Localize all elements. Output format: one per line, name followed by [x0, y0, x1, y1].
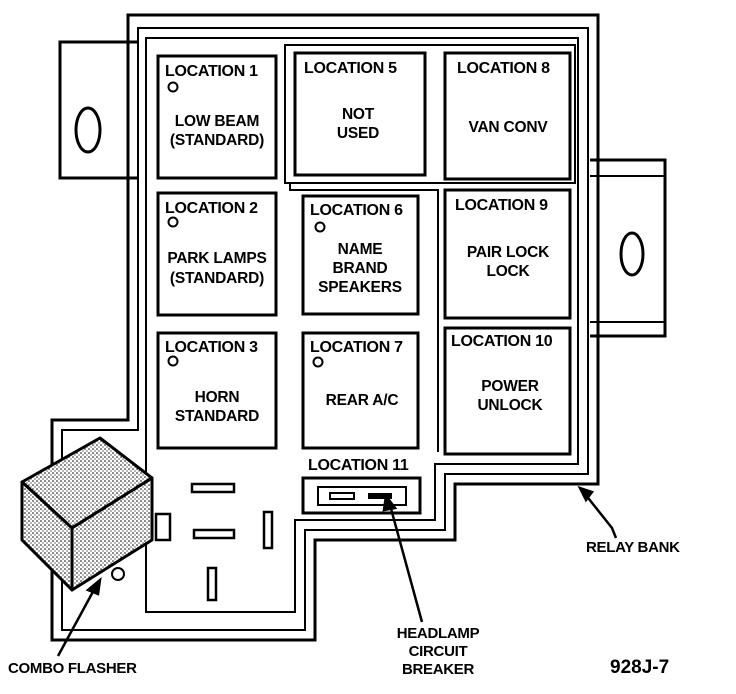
right-mounting-tab — [590, 158, 667, 338]
location-6-line-3: SPEAKERS — [318, 279, 402, 296]
flasher-socket — [154, 482, 274, 602]
left-mounting-tab — [58, 40, 138, 180]
location-2-line-1: PARK LAMPS — [167, 250, 266, 267]
location-9-cavity: LOCATION 9 PAIR LOCK LOCK — [443, 188, 572, 320]
location-7-cavity: LOCATION 7 REAR A/C — [301, 331, 420, 450]
location-5-cavity: LOCATION 5 NOT USED — [293, 51, 427, 177]
combo-flasher-module — [20, 436, 154, 592]
location-10-cavity: LOCATION 10 POWER UNLOCK — [443, 326, 572, 456]
location-7-line-1: REAR A/C — [326, 392, 399, 409]
location-1-title: LOCATION 1 — [165, 63, 258, 80]
location-3-title: LOCATION 3 — [165, 339, 258, 356]
location-11-title: LOCATION 11 — [308, 457, 409, 474]
location-6-line-1: NAME — [338, 241, 383, 258]
figure-id: 928J-7 — [610, 657, 669, 678]
combo-flasher-label: COMBO FLASHER — [8, 660, 137, 677]
location-9-line-2: LOCK — [486, 263, 530, 280]
location-1-line-2: (STANDARD) — [170, 132, 264, 149]
location-5-line-2: USED — [337, 125, 379, 142]
location-5-title: LOCATION 5 — [304, 60, 397, 77]
location-6-cavity: LOCATION 6 NAME BRAND SPEAKERS — [301, 194, 420, 316]
location-6-title: LOCATION 6 — [310, 202, 403, 219]
location-10-title: LOCATION 10 — [451, 333, 553, 350]
headlamp-breaker-label-1: HEADLAMP — [397, 625, 480, 642]
location-7-title: LOCATION 7 — [310, 339, 403, 356]
location-5-line-1: NOT — [342, 106, 375, 123]
relay-bank-label: RELAY BANK — [586, 539, 680, 556]
location-9-line-1: PAIR LOCK — [467, 244, 550, 261]
location-8-line-1: VAN CONV — [468, 119, 548, 136]
location-3-line-1: HORN — [195, 389, 240, 406]
location-9-title: LOCATION 9 — [455, 197, 548, 214]
leader-lines — [56, 485, 618, 657]
headlamp-breaker-label-2: CIRCUIT — [409, 643, 468, 660]
location-8-cavity: LOCATION 8 VAN CONV — [443, 51, 572, 181]
headlamp-breaker-label-3: BREAKER — [402, 661, 475, 678]
relay-bank-housing — [50, 13, 600, 642]
location-3-cavity: LOCATION 3 HORN STANDARD — [156, 331, 278, 450]
location-10-line-2: UNLOCK — [477, 397, 543, 414]
location-3-line-2: STANDARD — [175, 408, 259, 425]
location-2-line-2: (STANDARD) — [170, 270, 264, 287]
location-2-cavity: LOCATION 2 PARK LAMPS (STANDARD) — [156, 191, 278, 317]
upper-right-divider — [284, 44, 576, 452]
location-11-cavity: LOCATION 11 — [301, 457, 422, 515]
location-10-line-1: POWER — [481, 378, 539, 395]
location-1-cavity: LOCATION 1 LOW BEAM (STANDARD) — [156, 54, 278, 180]
location-6-line-2: BRAND — [333, 260, 388, 277]
location-8-title: LOCATION 8 — [457, 60, 550, 77]
location-1-line-1: LOW BEAM — [175, 113, 260, 130]
location-2-title: LOCATION 2 — [165, 200, 258, 217]
